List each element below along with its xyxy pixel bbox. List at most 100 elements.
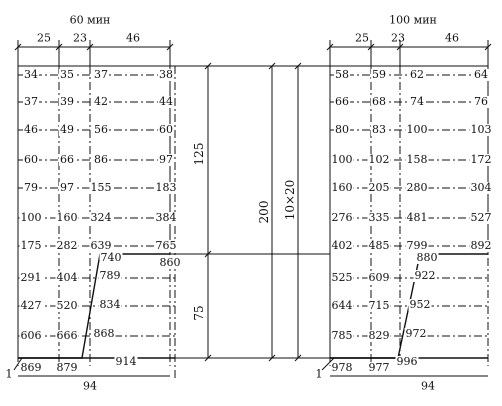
left_panel-cell-r2-c2: 56 xyxy=(93,123,109,136)
left_panel-tick-mark xyxy=(55,43,63,51)
left-marker: 1 xyxy=(5,367,13,381)
left_panel-cell-r2-c0: 46 xyxy=(23,123,39,136)
right_panel-lower-c1-1: 715 xyxy=(367,299,391,312)
right_panel-cell-r6-c3: 892 xyxy=(469,239,493,252)
dim-tick xyxy=(268,354,276,362)
left_panel-cell-r1-c2: 42 xyxy=(93,95,109,108)
right_panel-boundary-value-0: 880 xyxy=(415,251,439,264)
left_panel-cell-r1-c0: 37 xyxy=(23,95,39,108)
right_panel-cell-r0-c1: 59 xyxy=(371,68,387,81)
left_panel-cell-r4-c3: 183 xyxy=(154,181,178,194)
left_panel-cell-r0-c1: 35 xyxy=(59,68,75,81)
left_panel-lower-c1-1: 520 xyxy=(55,299,79,312)
left-width-1: 25 xyxy=(37,31,51,45)
right_panel-lower-c0-0: 525 xyxy=(330,271,354,284)
right_panel-cell-r6-c2: 799 xyxy=(405,239,429,252)
right_panel-boundary-value-1: 922 xyxy=(413,269,437,282)
left_panel-cell-r4-c2: 155 xyxy=(89,181,113,194)
left_panel-boundary xyxy=(18,253,170,359)
left-total-width: 94 xyxy=(83,379,97,393)
right_panel-cell-r0-c0: 58 xyxy=(334,68,350,81)
left-width-3: 46 xyxy=(126,31,140,45)
right_panel-cell-r4-c3: 304 xyxy=(469,181,493,194)
right_panel-cell-r6-c0: 402 xyxy=(330,239,354,252)
left_panel-cell-r2-c1: 49 xyxy=(59,123,75,136)
right_panel-lower-c1-0: 609 xyxy=(367,271,391,284)
left_panel-cell-r4-c1: 97 xyxy=(59,181,75,194)
left_panel-cell-r5-c2: 324 xyxy=(89,211,113,224)
right_panel-boundary-value-2: 952 xyxy=(408,298,432,311)
dim-125: 125 xyxy=(192,142,206,166)
left_panel-lower-c0-1: 427 xyxy=(19,299,43,312)
left_panel-cell-r6-c3: 765 xyxy=(154,239,178,252)
left_panel-boundary-value-0: 740 xyxy=(99,251,123,264)
right_panel-cell-r2-c1: 83 xyxy=(371,123,387,136)
right-width-3: 46 xyxy=(445,31,459,45)
right_panel-cell-r1-c2: 74 xyxy=(409,95,425,108)
right_panel-cell-r5-c2: 481 xyxy=(405,211,429,224)
right_panel-cell-r4-c2: 280 xyxy=(405,181,429,194)
right_panel-cell-r3-c3: 172 xyxy=(469,153,493,166)
left_panel-cell-r1-c3: 44 xyxy=(158,95,174,108)
dim-tick xyxy=(294,62,302,70)
left_panel-cell-r5-c1: 160 xyxy=(55,211,79,224)
left_panel-cell-r6-c2: 639 xyxy=(89,239,113,252)
dim-tick xyxy=(204,354,212,362)
dim-200: 200 xyxy=(257,200,271,224)
left_panel-cell-r5-c3: 384 xyxy=(154,211,178,224)
right-width-2: 23 xyxy=(391,31,405,45)
right_panel-cell-r5-c1: 335 xyxy=(367,211,391,224)
right_panel-boundary-value-3: 972 xyxy=(404,327,428,340)
left_panel-lower-c1-2: 666 xyxy=(55,329,79,342)
right-marker: 1 xyxy=(315,367,323,381)
right_panel-lower-c0-1: 644 xyxy=(330,299,354,312)
left_panel-marker-leader xyxy=(13,357,23,371)
right_panel-lower-c1-3: 977 xyxy=(367,361,391,374)
right_panel-lower-c1-2: 829 xyxy=(367,329,391,342)
dim-tick xyxy=(294,354,302,362)
dim-tick xyxy=(268,62,276,70)
left_panel-cell-r6-c0: 175 xyxy=(19,239,43,252)
right_panel-cell-r0-c3: 64 xyxy=(473,68,489,81)
right_panel-lower-c0-3: 978 xyxy=(330,361,354,374)
left_panel-cell-r3-c2: 86 xyxy=(93,153,109,166)
left_panel-cell-r0-c2: 37 xyxy=(93,68,109,81)
left_panel-tick-mark xyxy=(166,43,174,51)
right_panel-cell-r3-c0: 100 xyxy=(330,153,354,166)
right_panel-cell-r3-c1: 102 xyxy=(367,153,391,166)
dim-10x20: 10×20 xyxy=(283,179,297,221)
right-width-1: 25 xyxy=(355,31,369,45)
left_panel-lower-c1-0: 404 xyxy=(55,271,79,284)
right_panel-cell-r1-c0: 66 xyxy=(334,95,350,108)
left_panel-cell-r3-c1: 66 xyxy=(59,153,75,166)
left_panel-cell-r6-c1: 282 xyxy=(55,239,79,252)
left_panel-lower-c0-2: 606 xyxy=(19,329,43,342)
left_panel-boundary-value-1: 789 xyxy=(98,269,122,282)
right_panel-cell-r4-c0: 160 xyxy=(330,181,354,194)
dim-75: 75 xyxy=(192,305,206,321)
left_panel-cell-r5-c0: 100 xyxy=(19,211,43,224)
right_panel-cell-r4-c1: 205 xyxy=(367,181,391,194)
left_panel-cell-r0-c3: 38 xyxy=(158,68,174,81)
left_panel-lower-c0-3: 869 xyxy=(19,361,43,374)
left_panel-lower-c1-3: 879 xyxy=(55,361,79,374)
dim-tick xyxy=(204,62,212,70)
right-total-width: 94 xyxy=(421,379,435,393)
left_panel-cell-r3-c0: 60 xyxy=(23,153,39,166)
left_panel-boundary-value-4: 914 xyxy=(114,355,138,368)
left_panel-boundary-value-2: 834 xyxy=(98,298,122,311)
right_panel-cell-r5-c3: 527 xyxy=(469,211,493,224)
right_panel-lower-c0-2: 785 xyxy=(330,329,354,342)
left_panel-lower-c0-0: 291 xyxy=(19,271,43,284)
dim-tick xyxy=(204,250,212,258)
right_panel-cell-r1-c3: 76 xyxy=(473,95,489,108)
right_panel-cell-r0-c2: 62 xyxy=(409,68,425,81)
left_panel-right-end-value: 860 xyxy=(158,256,182,269)
left_panel-cell-r4-c0: 79 xyxy=(23,181,39,194)
right_panel-cell-r2-c2: 100 xyxy=(405,123,429,136)
left_panel-tick-mark xyxy=(86,43,94,51)
left_panel-cell-r1-c1: 39 xyxy=(59,95,75,108)
left-width-2: 23 xyxy=(73,31,87,45)
